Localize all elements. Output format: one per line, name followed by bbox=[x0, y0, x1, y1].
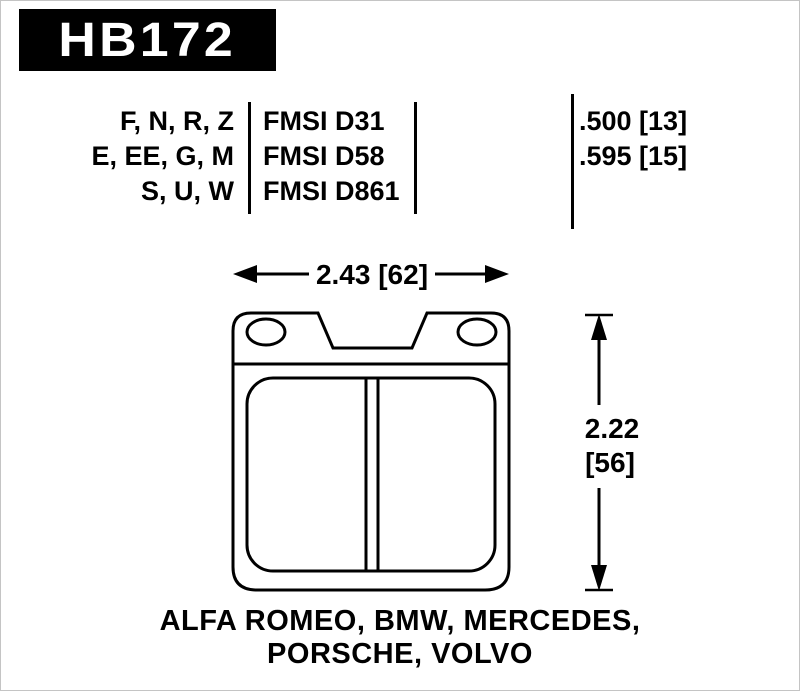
height-dimension-mm: [56] bbox=[585, 447, 635, 478]
pad-thickness-row2: .595 [15] bbox=[579, 141, 688, 171]
right-mounting-hole bbox=[456, 317, 498, 347]
height-arrowhead-bottom bbox=[591, 565, 607, 591]
pad-outline bbox=[231, 311, 511, 592]
fmsi-row1: FMSI D31 bbox=[263, 106, 385, 136]
applications-line2: PORSCHE, VOLVO bbox=[267, 638, 533, 670]
fmsi-column: FMSI D31 FMSI D58 FMSI D861 bbox=[263, 104, 413, 209]
part-number: HB172 bbox=[58, 13, 237, 67]
height-dimension-arrow bbox=[585, 313, 613, 592]
compound-codes-column: F, N, R, Z E, EE, G, M S, U, W bbox=[17, 104, 234, 209]
fmsi-row3: FMSI D861 bbox=[263, 176, 400, 206]
compound-codes-row2: E, EE, G, M bbox=[91, 141, 234, 171]
pad-thickness-row1: .500 [13] bbox=[579, 106, 688, 136]
compound-codes-row3: S, U, W bbox=[141, 176, 234, 206]
left-mounting-hole bbox=[245, 317, 287, 347]
table-divider-1 bbox=[248, 102, 251, 214]
height-arrowhead-top bbox=[591, 314, 607, 340]
applications-line1: ALFA ROMEO, BMW, MERCEDES, bbox=[159, 605, 641, 637]
pad-thickness-column: .500 [13] .595 [15] bbox=[579, 104, 749, 174]
height-dimension-value: 2.22 bbox=[585, 413, 640, 444]
width-arrowhead-left bbox=[233, 265, 257, 283]
width-dimension-arrow bbox=[233, 265, 509, 283]
width-arrowhead-right bbox=[485, 265, 509, 283]
width-dimension-label: 2.43 [62] bbox=[316, 259, 428, 290]
friction-material-outline bbox=[245, 376, 497, 573]
part-number-banner: HB172 bbox=[19, 9, 276, 71]
fmsi-row2: FMSI D58 bbox=[263, 141, 385, 171]
table-divider-3 bbox=[571, 94, 574, 229]
compound-codes-row1: F, N, R, Z bbox=[120, 106, 234, 136]
table-divider-2 bbox=[414, 102, 417, 214]
